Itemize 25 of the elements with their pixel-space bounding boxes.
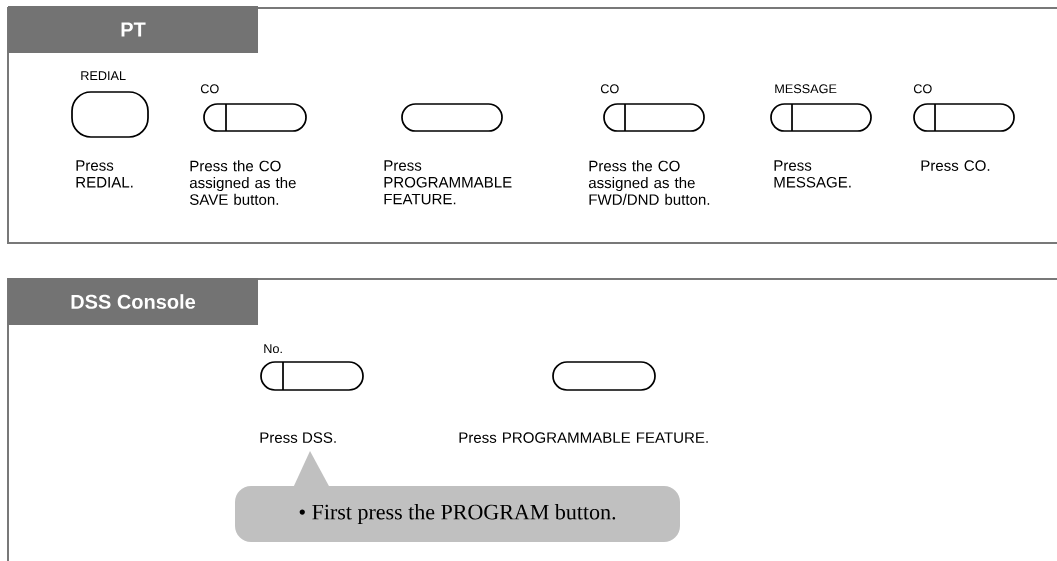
key-button [260, 361, 364, 391]
key-label: MESSAGE [775, 84, 837, 94]
step-caption: Press PROGRAMMABLE FEATURE. [384, 160, 512, 205]
key-label: CO [913, 84, 932, 94]
key-button [203, 103, 307, 132]
step-caption: Press the CO assigned as the FWD/DND button. [588, 160, 710, 205]
key-button [770, 103, 872, 132]
panel-heading: DSS Console [8, 278, 258, 325]
key-label: No. [264, 344, 282, 354]
key-button [603, 103, 705, 132]
key-button [913, 103, 1015, 132]
step-caption: Press DSS. [260, 432, 336, 443]
key-label: CO [600, 84, 619, 94]
key-button [552, 361, 656, 391]
key-label: CO [200, 84, 219, 94]
step-caption: Press REDIAL. [76, 160, 133, 188]
step-caption: Press the CO assigned as the SAVE button. [189, 160, 296, 205]
step-caption: Press MESSAGE. [774, 160, 851, 188]
key-button [71, 91, 149, 138]
callout-bubble: • First press the PROGRAM button. [235, 451, 680, 542]
step-caption: Press PROGRAMMABLE FEATURE. [459, 432, 708, 443]
panel-heading: PT [8, 6, 258, 53]
key-button [401, 103, 503, 132]
key-label: REDIAL [81, 71, 126, 80]
step-caption: Press CO. [921, 160, 990, 171]
